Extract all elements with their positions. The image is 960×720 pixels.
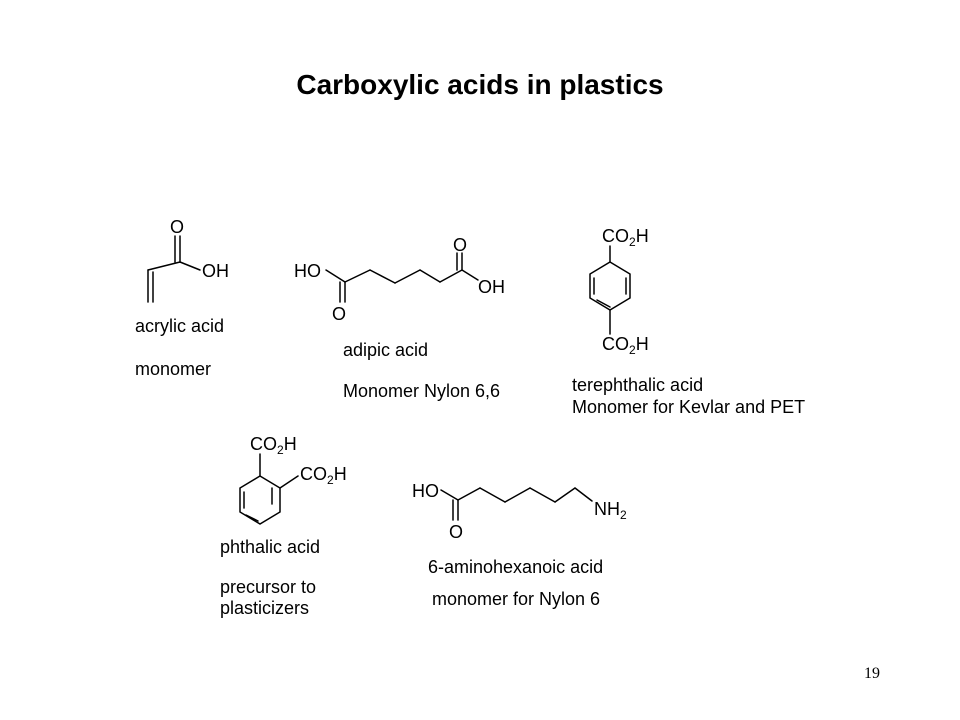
acrylic-hydroxyl-label: OH — [202, 261, 229, 281]
adipic-ho-label: HO — [294, 261, 321, 281]
terephthalic-acid-description: Monomer for Kevlar and PET — [572, 397, 806, 417]
aminohexanoic-acid-structure — [440, 487, 593, 521]
phthalic-acid-name: phthalic acid — [220, 537, 321, 557]
aminohexanoic-oxygen-label: O — [449, 522, 463, 542]
terephthalic-bottom-carboxyl-label: CO2H — [602, 334, 649, 357]
slide-title: Carboxylic acids in plastics — [296, 69, 664, 100]
phthalic-side-carboxyl-label: CO2H — [300, 464, 347, 487]
acrylic-acid-structure — [147, 235, 201, 303]
aminohexanoic-ho-label: HO — [412, 481, 439, 501]
aminohexanoic-acid-description: monomer for Nylon 6 — [432, 589, 601, 609]
terephthalic-acid-structure — [589, 245, 631, 335]
adipic-hydroxyl-label: OH — [478, 277, 505, 297]
page-number: 19 — [864, 665, 880, 682]
phthalic-acid-structure — [239, 453, 299, 525]
acrylic-acid-name: acrylic acid — [135, 316, 225, 336]
acrylic-acid-description: monomer — [135, 359, 212, 379]
phthalic-acid-description: precursor to plasticizers — [220, 577, 317, 618]
terephthalic-acid-name: terephthalic acid — [572, 375, 704, 395]
adipic-bottom-oxygen-label: O — [332, 304, 346, 324]
adipic-acid-name: adipic acid — [343, 340, 429, 360]
adipic-acid-structure — [325, 252, 479, 303]
aminohexanoic-amine-label: NH2 — [594, 499, 627, 522]
adipic-acid-description: Monomer Nylon 6,6 — [343, 381, 501, 401]
adipic-top-oxygen-label: O — [453, 235, 467, 255]
acrylic-oxygen-label: O — [170, 217, 184, 237]
phthalic-top-carboxyl-label: CO2H — [250, 434, 297, 457]
terephthalic-top-carboxyl-label: CO2H — [602, 226, 649, 249]
aminohexanoic-acid-name: 6-aminohexanoic acid — [428, 557, 604, 577]
